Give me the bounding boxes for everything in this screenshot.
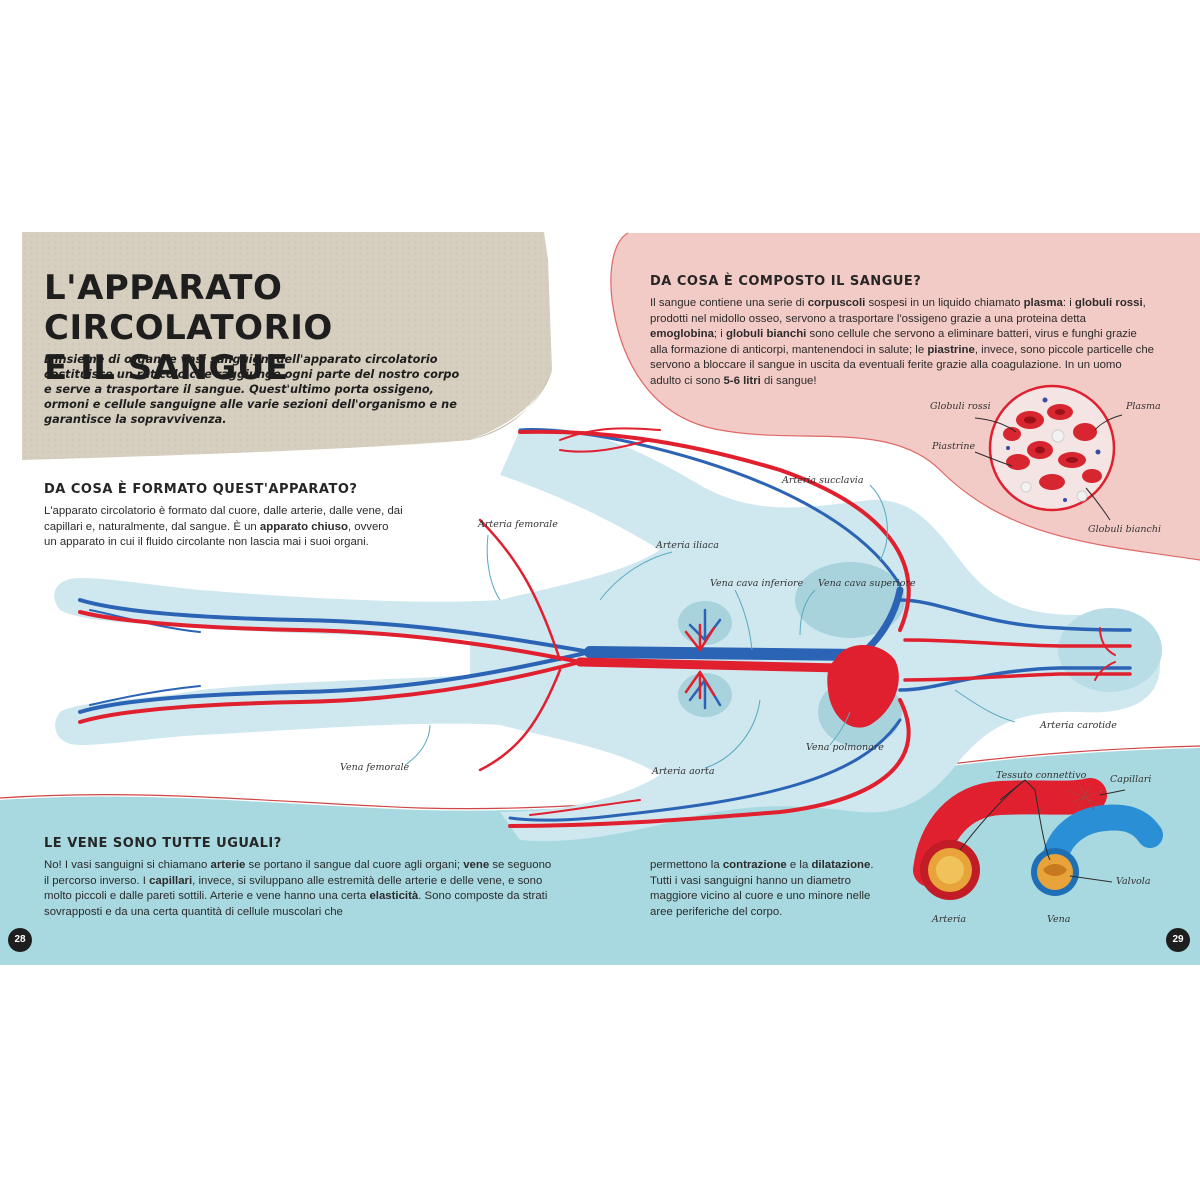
intro-paragraph: L'insieme di organi e vasi sanguigni del… — [44, 353, 460, 426]
white-blood-cells — [1020, 429, 1088, 502]
section-text-formato: L'apparato circolatorio è formato dal cu… — [44, 505, 403, 549]
page-title: L'APPARATO CIRCOLATORIO E IL SANGUE — [44, 268, 524, 388]
label-globuli-rossi: Globuli rossi — [930, 401, 991, 412]
label-valvola: Valvola — [1116, 876, 1151, 887]
label-arteria: Arteria — [932, 914, 967, 925]
artery-tube — [913, 778, 1107, 887]
arteries — [78, 427, 1132, 828]
label-plasma: Plasma — [1126, 401, 1161, 412]
page-title-line1: L'APPARATO CIRCOLATORIO — [44, 268, 333, 348]
label-vena: Vena — [1047, 914, 1071, 925]
label-arteria-carotide: Arteria carotide — [1040, 720, 1117, 731]
label-vena-polmonare: Vena polmonare — [806, 742, 884, 753]
label-tessuto-connettivo: Tessuto connettivo — [996, 770, 1087, 781]
section-heading-formato: DA COSA È FORMATO QUEST'APPARATO? — [44, 482, 358, 497]
section-text-vene-continued: permettono la contrazione e la dilatazio… — [650, 859, 874, 918]
page-number-right: 29 — [1166, 928, 1190, 952]
page-title-line2: E IL SANGUE — [44, 348, 289, 388]
page-number-left: 28 — [8, 928, 32, 952]
label-arteria-aorta: Arteria aorta — [652, 766, 715, 777]
label-piastrine: Piastrine — [932, 441, 976, 452]
platelets — [1006, 397, 1101, 502]
label-arteria-femorale: Arteria femorale — [478, 519, 558, 530]
section-text-sangue: Il sangue contiene una serie di corpusco… — [650, 297, 1155, 387]
label-vena-femorale: Vena femorale — [340, 762, 410, 773]
section-text-vene: No! I vasi sanguigni si chiamano arterie… — [44, 859, 552, 918]
vein-tube — [1042, 804, 1163, 871]
label-globuli-bianchi: Globuli bianchi — [1088, 524, 1162, 535]
section-heading-sangue: DA COSA È COMPOSTO IL SANGUE? — [650, 274, 922, 289]
label-vena-cava-inferiore: Vena cava inferiore — [710, 578, 804, 589]
veins — [78, 427, 1132, 822]
heart — [827, 645, 899, 728]
label-arteria-iliaca: Arteria iliaca — [656, 540, 719, 551]
label-vena-cava-superiore: Vena cava superiore — [818, 578, 916, 589]
label-arteria-succlavia: Arteria succlavia — [782, 475, 864, 486]
capillary-net — [1067, 785, 1105, 811]
section-heading-vene: LE VENE SONO TUTTE UGUALI? — [44, 836, 282, 851]
label-capillari: Capillari — [1110, 774, 1152, 785]
